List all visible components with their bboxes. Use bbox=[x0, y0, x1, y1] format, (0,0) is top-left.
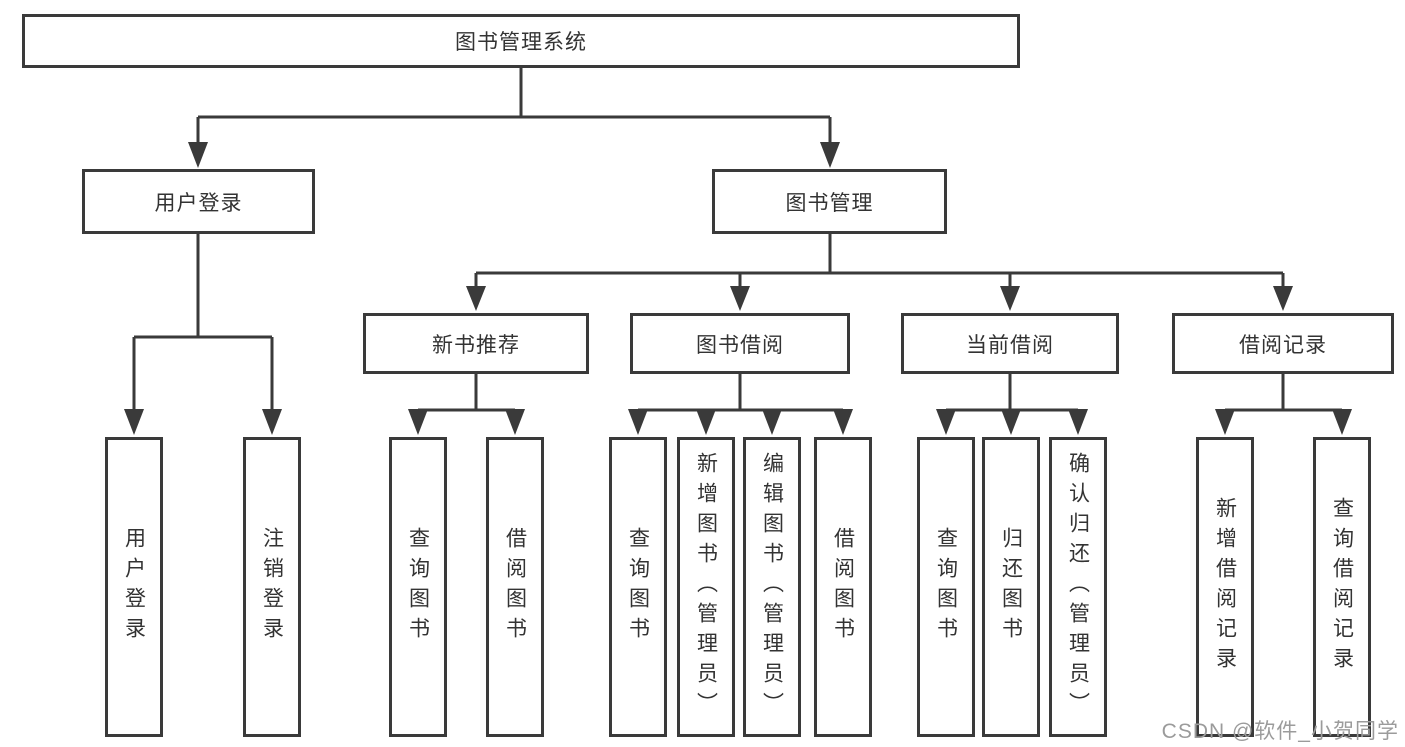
arrow-down-icon bbox=[820, 142, 840, 168]
node-leaf-logout: 注销登录 bbox=[243, 437, 301, 737]
connector-book-borrow-to-leaves bbox=[628, 374, 853, 435]
node-label: 借阅记录 bbox=[1239, 333, 1327, 357]
arrow-down-icon bbox=[833, 409, 853, 435]
connector-borrow-records-to-leaves bbox=[1215, 374, 1352, 435]
node-root-library-system: 图书管理系统 bbox=[22, 14, 1020, 68]
csdn-watermark: CSDN @软件_小贺同学 bbox=[1161, 720, 1399, 743]
node-leaf-confirm-return-admin: 确认归还（管理员） bbox=[1049, 437, 1107, 737]
arrow-down-icon bbox=[124, 409, 144, 435]
node-leaf-query-books-current: 查询图书 bbox=[917, 437, 975, 737]
node-label: 查询图书 bbox=[934, 527, 958, 647]
node-label: 用户登录 bbox=[122, 527, 146, 647]
node-label: 编辑图书（管理员） bbox=[760, 452, 784, 722]
node-leaf-query-borrow-record: 查询借阅记录 bbox=[1313, 437, 1371, 737]
node-label: 图书管理系统 bbox=[455, 31, 587, 54]
node-book-borrow: 图书借阅 bbox=[630, 313, 850, 374]
connector-user-login-to-leaves bbox=[124, 233, 282, 435]
node-leaf-query-books-recommend: 查询图书 bbox=[389, 437, 447, 737]
node-new-book-recommend: 新书推荐 bbox=[363, 313, 589, 374]
node-leaf-edit-books-admin: 编辑图书（管理员） bbox=[743, 437, 801, 737]
node-leaf-add-books-admin: 新增图书（管理员） bbox=[677, 437, 735, 737]
arrow-down-icon bbox=[1215, 409, 1235, 435]
arrow-down-icon bbox=[628, 409, 648, 435]
node-leaf-add-borrow-record: 新增借阅记录 bbox=[1196, 437, 1254, 737]
connector-new-book-recommend-to-leaves bbox=[408, 374, 525, 435]
node-leaf-borrow-books: 借阅图书 bbox=[814, 437, 872, 737]
node-label: 查询借阅记录 bbox=[1330, 497, 1354, 677]
arrow-down-icon bbox=[1068, 409, 1088, 435]
arrow-down-icon bbox=[408, 409, 428, 435]
node-label: 当前借阅 bbox=[966, 333, 1054, 357]
node-label: 确认归还（管理员） bbox=[1066, 452, 1090, 722]
node-label: 新书推荐 bbox=[432, 333, 520, 357]
arrow-down-icon bbox=[188, 142, 208, 168]
node-label: 新增借阅记录 bbox=[1213, 497, 1237, 677]
connector-book-management-to-level3 bbox=[466, 233, 1293, 311]
arrow-down-icon bbox=[1000, 286, 1020, 311]
node-leaf-query-books-borrow: 查询图书 bbox=[609, 437, 667, 737]
arrow-down-icon bbox=[696, 409, 716, 435]
arrow-down-icon bbox=[1273, 286, 1293, 311]
arrow-down-icon bbox=[936, 409, 956, 435]
node-leaf-borrow-books-recommend: 借阅图书 bbox=[486, 437, 544, 737]
node-label: 查询图书 bbox=[406, 527, 430, 647]
node-label: 注销登录 bbox=[260, 527, 284, 647]
node-label: 查询图书 bbox=[626, 527, 650, 647]
arrow-down-icon bbox=[466, 286, 486, 311]
arrow-down-icon bbox=[1001, 409, 1021, 435]
node-borrow-records: 借阅记录 bbox=[1172, 313, 1394, 374]
connector-root-to-level2 bbox=[188, 68, 840, 168]
node-leaf-user-login: 用户登录 bbox=[105, 437, 163, 737]
node-label: 借阅图书 bbox=[831, 527, 855, 647]
node-label: 借阅图书 bbox=[503, 527, 527, 647]
node-label: 图书借阅 bbox=[696, 333, 784, 357]
node-label: 归还图书 bbox=[999, 527, 1023, 647]
node-label: 新增图书（管理员） bbox=[694, 452, 718, 722]
node-leaf-return-books: 归还图书 bbox=[982, 437, 1040, 737]
arrow-down-icon bbox=[762, 409, 782, 435]
node-label: 图书管理 bbox=[785, 191, 874, 215]
connector-current-borrow-to-leaves bbox=[936, 374, 1088, 435]
arrow-down-icon bbox=[1332, 409, 1352, 435]
node-book-management: 图书管理 bbox=[712, 169, 947, 234]
node-user-login: 用户登录 bbox=[82, 169, 315, 234]
arrow-down-icon bbox=[730, 286, 750, 311]
arrow-down-icon bbox=[262, 409, 282, 435]
node-label: 用户登录 bbox=[154, 191, 243, 215]
arrow-down-icon bbox=[505, 409, 525, 435]
node-current-borrow: 当前借阅 bbox=[901, 313, 1119, 374]
